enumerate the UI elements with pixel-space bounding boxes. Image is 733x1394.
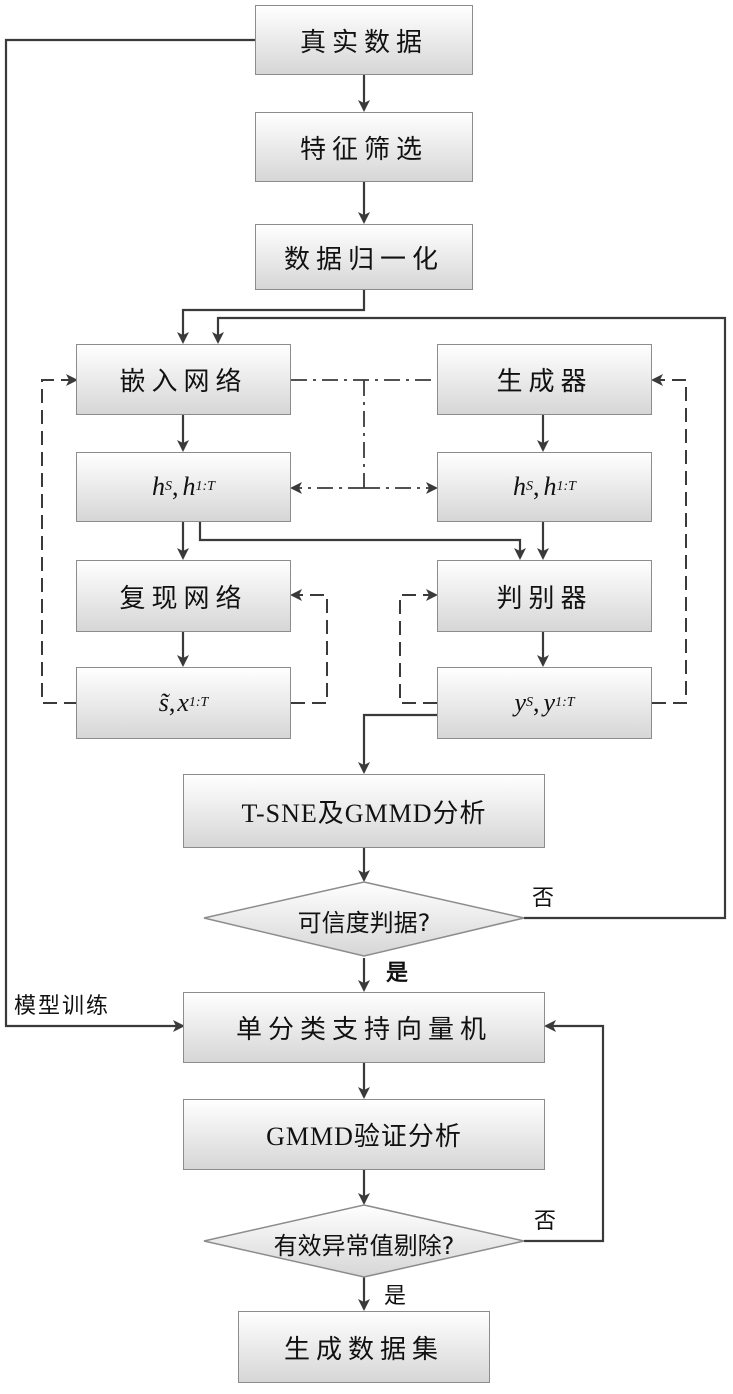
model-train-label: 模型训练 — [14, 994, 111, 1019]
normalize-node: 数据归一化 — [255, 224, 473, 290]
gmmd-verify-node: GMMD验证分析 — [183, 1099, 545, 1170]
ocsvm-node: 单分类支持向量机 — [183, 992, 545, 1063]
arrow-outlier-no-feedback — [524, 1020, 605, 1243]
dashed-discout-to-disc — [399, 589, 438, 704]
tsne-node: T-SNE及GMMD分析 — [183, 774, 545, 848]
real-data-node: 真实数据 — [255, 5, 473, 75]
discriminator-node: 判别器 — [437, 560, 652, 632]
credibility-label: 可信度判据? — [297, 909, 431, 937]
dashed-reconout-to-recover — [290, 589, 328, 704]
credibility-diamond — [203, 881, 525, 957]
arrow-normalize-to-embed — [177, 290, 366, 344]
arrow-latentleft-to-disc — [198, 522, 526, 560]
credibility-yes-label: 是 — [386, 961, 409, 986]
dashed-reconout-to-embed — [41, 374, 78, 704]
outlier-yes-label: 是 — [384, 1284, 407, 1309]
arrow-discout-to-tsne — [358, 713, 437, 774]
feature-select-node: 特征筛选 — [255, 112, 473, 182]
dashed-discout-to-gen — [651, 374, 687, 704]
outlier-diamond — [203, 1204, 525, 1278]
outlier-no-label: 否 — [534, 1209, 557, 1234]
output-node: 生成数据集 — [238, 1311, 490, 1383]
credibility-no-label: 否 — [532, 886, 555, 911]
arrow-model-training — [4, 38, 255, 1032]
arrow-credibility-no-feedback — [212, 316, 727, 920]
outlier-label: 有效异常值剔除? — [273, 1232, 455, 1260]
embed-net-node: 嵌入网络 — [76, 344, 291, 415]
generator-node: 生成器 — [437, 344, 652, 415]
recover-net-node: 复现网络 — [76, 560, 291, 632]
